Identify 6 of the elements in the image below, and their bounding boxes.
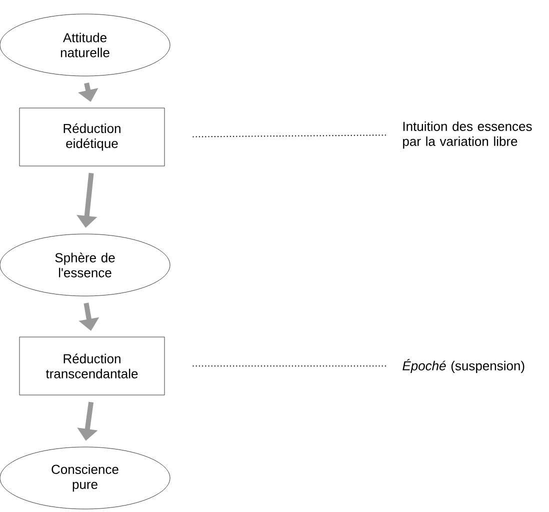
annotation-text: Intuition des essences par la variation libre [403,121,532,149]
leader-line [192,134,388,138]
annotation-text: Époché (suspension) [402,359,524,373]
process-box: Réduction transcendantale [19,336,165,396]
leader-line [192,365,388,367]
process-box: Réduction eidétique [19,108,165,166]
